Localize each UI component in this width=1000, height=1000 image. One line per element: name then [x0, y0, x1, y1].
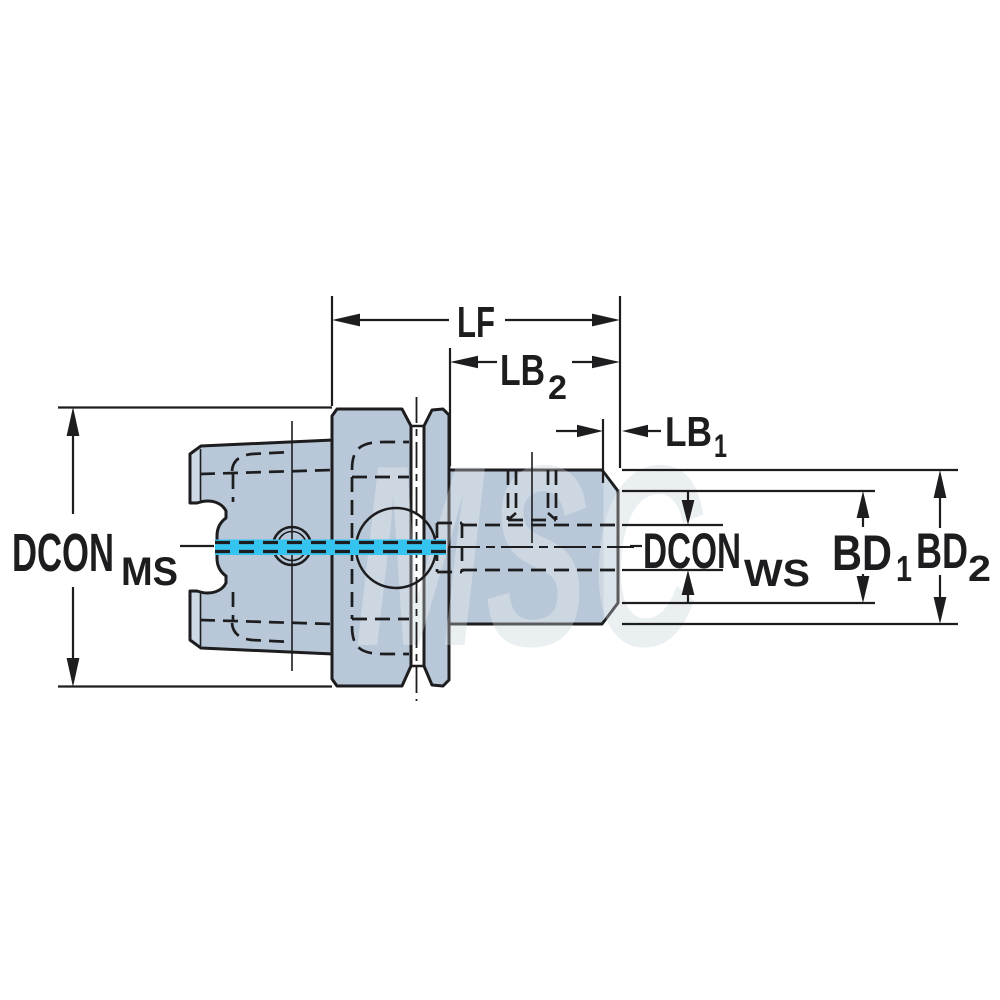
label-dcon-ws-subscript: WS	[744, 553, 810, 595]
watermark-overlay: MSC	[355, 411, 705, 700]
bd2-arrow-bottom	[933, 597, 947, 624]
taper-hidden-lines	[199, 450, 333, 644]
label-dcon-ws: DCON	[643, 523, 741, 579]
lf-arrow-left	[332, 313, 360, 327]
label-bd2: BD	[916, 523, 968, 579]
flange-slot-bottom	[411, 424, 424, 668]
label-dcon-ms-subscript: MS	[121, 550, 178, 594]
label-lb1: LB	[665, 408, 712, 455]
label-dcon-ms: DCON	[12, 523, 114, 583]
label-lb1-subscript: 1	[714, 428, 727, 464]
extension-lines-right	[622, 468, 958, 626]
dcon-ms-arrow-bottom	[66, 658, 80, 687]
chamfer-faces	[191, 448, 617, 646]
label-lb2-subscript: 2	[548, 369, 567, 407]
bd1-arrow-top	[856, 491, 870, 518]
extension-lines-left	[58, 406, 332, 688]
label-bd1-subscript: 1	[896, 548, 912, 589]
lb1-arrow-left	[577, 424, 603, 438]
label-bd2-subscript: 2	[968, 548, 991, 589]
dcon-ws-arrow-bottom	[681, 570, 695, 595]
label-lb2: LB	[500, 346, 545, 395]
bd1-arrow-bottom	[856, 576, 870, 603]
lb2-arrow-right	[592, 355, 620, 369]
dcon-ms-arrow-top	[66, 407, 80, 436]
label-bd1: BD	[832, 525, 892, 581]
dimension-arrowheads	[66, 313, 947, 687]
lb1-arrow-right	[622, 424, 648, 438]
extension-lines-top	[330, 296, 622, 483]
dcon-ws-arrow-top	[681, 500, 695, 525]
lb2-arrow-left	[450, 355, 478, 369]
label-lf: LF	[457, 298, 495, 347]
lf-arrow-right	[592, 313, 620, 327]
bd2-arrow-top	[933, 470, 947, 498]
